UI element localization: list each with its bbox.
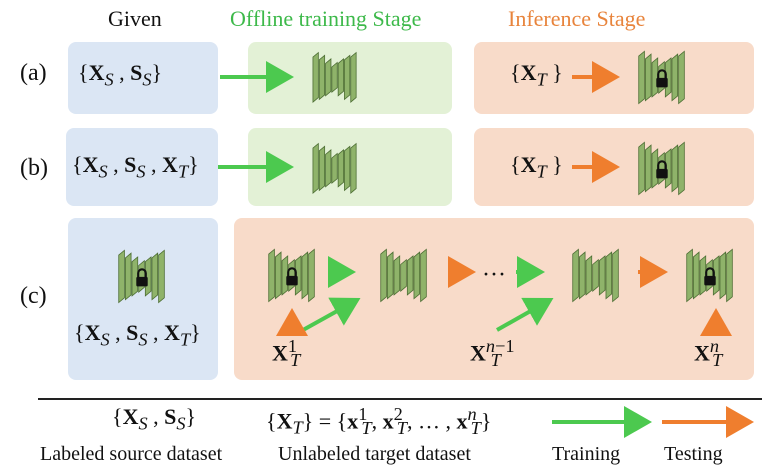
network-icon-c-step-n-1: [572, 248, 619, 303]
network-icon-c-step1: [268, 248, 315, 303]
legend-labeled-caption: Labeled source dataset: [40, 443, 223, 465]
network-icon-given-c: [118, 249, 165, 304]
given-a-formula: {XS , SS}: [78, 60, 163, 90]
given-box-c: [68, 218, 218, 380]
lock-icon: [136, 268, 148, 287]
legend-testing-caption: Testing: [664, 443, 723, 465]
network-icon-c-step2: [380, 248, 427, 303]
lock-icon: [286, 267, 298, 286]
given-c-formula: {XS , SS , XT}: [74, 320, 201, 350]
given-b-formula: {XS , SS , XT}: [72, 152, 199, 182]
lock-icon: [704, 267, 716, 286]
ellipsis: ···: [482, 262, 506, 288]
given-box-a: [68, 42, 218, 114]
network-icon-offline-a: [312, 51, 357, 103]
legend-divider: [38, 398, 762, 400]
network-icon-offline-b: [312, 142, 357, 194]
header-inference: Inference Stage: [508, 6, 646, 31]
header-offline-training: Offline training Stage: [230, 6, 422, 31]
network-icon-c-step-n: [686, 248, 733, 303]
legend-training-caption: Training: [552, 443, 621, 465]
given-box-b: [66, 128, 218, 206]
network-icon-inference-a: [638, 50, 685, 105]
inference-a-formula: {XT }: [510, 60, 563, 90]
legend-unlabeled-caption: Unlabeled target dataset: [278, 443, 471, 465]
legend-labeled-formula: {XS , SS}: [112, 404, 197, 434]
legend-unlabeled-formula: {XT} = {x1T, x2T, … , xnT}: [266, 404, 492, 438]
row-label-a: (a): [20, 60, 47, 86]
row-label-c: (c): [20, 283, 47, 309]
header-given: Given: [108, 6, 162, 31]
target-n-minus-1-label: Xn−1T: [470, 336, 515, 370]
row-label-b: (b): [20, 155, 48, 181]
target-n-label: XnT: [694, 336, 723, 370]
adaptation-box-c: [234, 218, 754, 380]
target-1-label: X1T: [272, 336, 301, 370]
lock-icon: [656, 160, 668, 179]
lock-icon: [656, 69, 668, 88]
network-icon-inference-b: [638, 141, 685, 196]
inference-b-formula: {XT }: [510, 152, 563, 182]
training-arrow-c-target1: [302, 297, 361, 332]
training-arrow-c-target-n-1: [496, 297, 554, 332]
